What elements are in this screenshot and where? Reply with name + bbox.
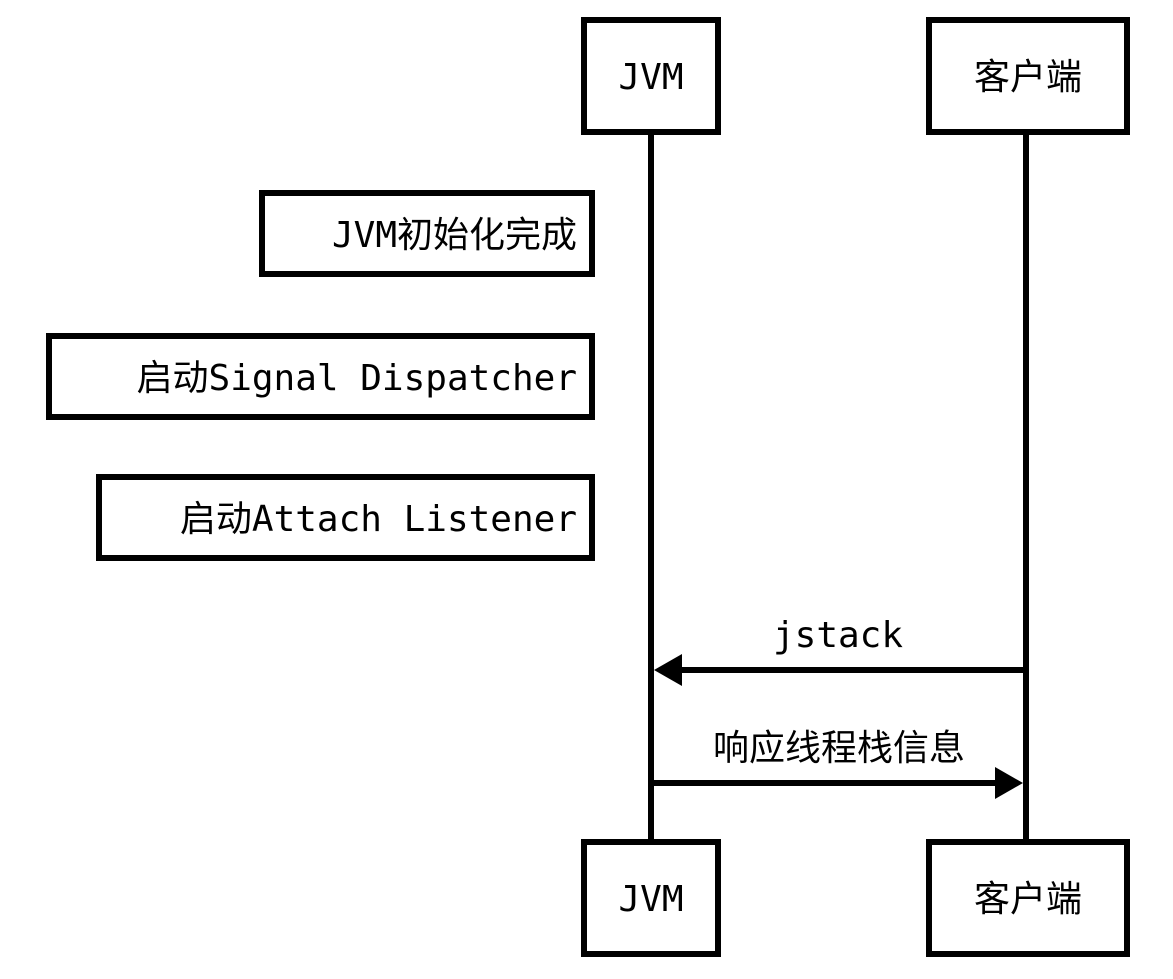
participant-jvm-top: JVM [581,17,721,135]
participant-jvm-top-label: JVM [618,57,683,98]
note-signal-dispatcher-label: 启动Signal Dispatcher [137,358,577,399]
participant-client-bottom-label: 客户端 [974,879,1082,920]
participant-jvm-bottom: JVM [581,839,721,957]
note-attach-listener: 启动Attach Listener [96,474,595,561]
note-attach-listener-label: 启动Attach Listener [180,499,577,540]
note-signal-dispatcher: 启动Signal Dispatcher [46,333,595,420]
note-jvm-init: JVM初始化完成 [259,190,595,277]
message-jstack-arrowhead [654,654,682,686]
participant-client-top-label: 客户端 [974,57,1082,98]
participant-jvm-bottom-label: JVM [618,879,683,920]
participant-client-top: 客户端 [926,17,1130,135]
participant-client-bottom: 客户端 [926,839,1130,957]
message-jstack-label: jstack [773,615,903,656]
message-thread-stack-label: 响应线程栈信息 [713,728,965,769]
note-jvm-init-label: JVM初始化完成 [332,215,577,256]
message-thread-stack-arrowhead [995,767,1023,799]
message-jstack: jstack [654,615,1026,686]
message-thread-stack: 响应线程栈信息 [651,728,1023,799]
